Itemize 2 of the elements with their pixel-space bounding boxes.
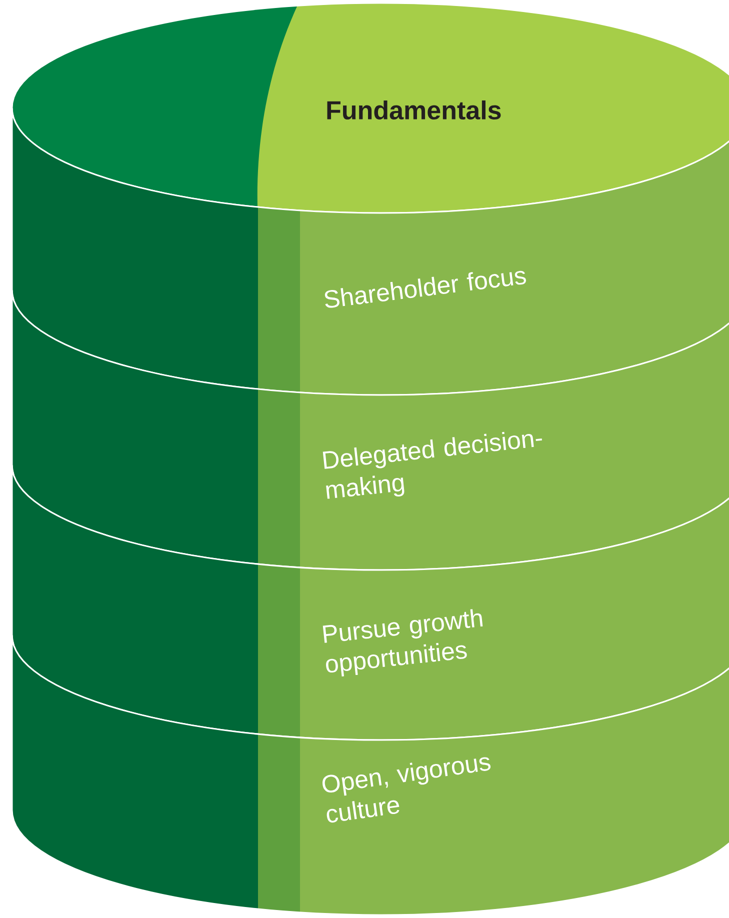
cylinder-top: Fundamentals — [11, 2, 729, 214]
node-label: Open, vigorous culture — [322, 757, 491, 823]
